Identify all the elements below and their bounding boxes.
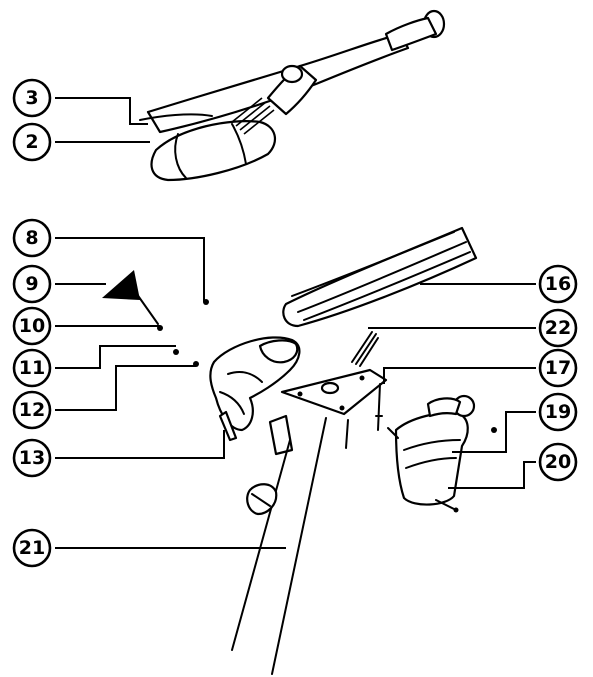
clamp-bracket-part-8	[209, 336, 301, 456]
callout-9: 9	[12, 264, 52, 304]
callout-17: 17	[538, 348, 578, 388]
callout-10: 10	[12, 306, 52, 346]
callout-13: 13	[12, 438, 52, 478]
main-post-part-21	[231, 417, 327, 675]
callout-8: 8	[12, 218, 52, 258]
callout-3: 3	[12, 78, 52, 118]
mounting-plate	[280, 368, 388, 449]
callout-20: 20	[538, 442, 578, 482]
callout-2: 2	[12, 122, 52, 162]
svg-text:3: 3	[25, 87, 38, 109]
triangle-part-9	[102, 270, 159, 325]
svg-text:11: 11	[19, 357, 45, 379]
small-fasteners	[157, 299, 209, 367]
svg-text:9: 9	[25, 273, 38, 295]
svg-text:19: 19	[545, 401, 571, 423]
svg-text:22: 22	[545, 317, 571, 339]
callout-11: 11	[12, 348, 52, 388]
svg-text:21: 21	[19, 537, 45, 559]
callout-21: 21	[12, 528, 52, 568]
spring-part-22	[351, 331, 379, 367]
svg-text:16: 16	[545, 273, 571, 295]
callout-19: 19	[538, 392, 578, 432]
cylinder-clamp-part-19	[387, 394, 497, 513]
leader-lines	[55, 97, 536, 549]
svg-text:13: 13	[19, 447, 45, 469]
svg-text:20: 20	[545, 451, 571, 473]
top-bar-part-16	[282, 226, 478, 328]
svg-text:2: 2	[25, 131, 38, 153]
callout-22: 22	[538, 308, 578, 348]
callout-16: 16	[538, 264, 578, 304]
svg-text:17: 17	[545, 357, 571, 379]
callout-12: 12	[12, 390, 52, 430]
handlebar-assembly	[139, 9, 446, 182]
svg-text:12: 12	[19, 399, 45, 421]
svg-text:10: 10	[19, 315, 45, 337]
svg-text:8: 8	[25, 227, 38, 249]
